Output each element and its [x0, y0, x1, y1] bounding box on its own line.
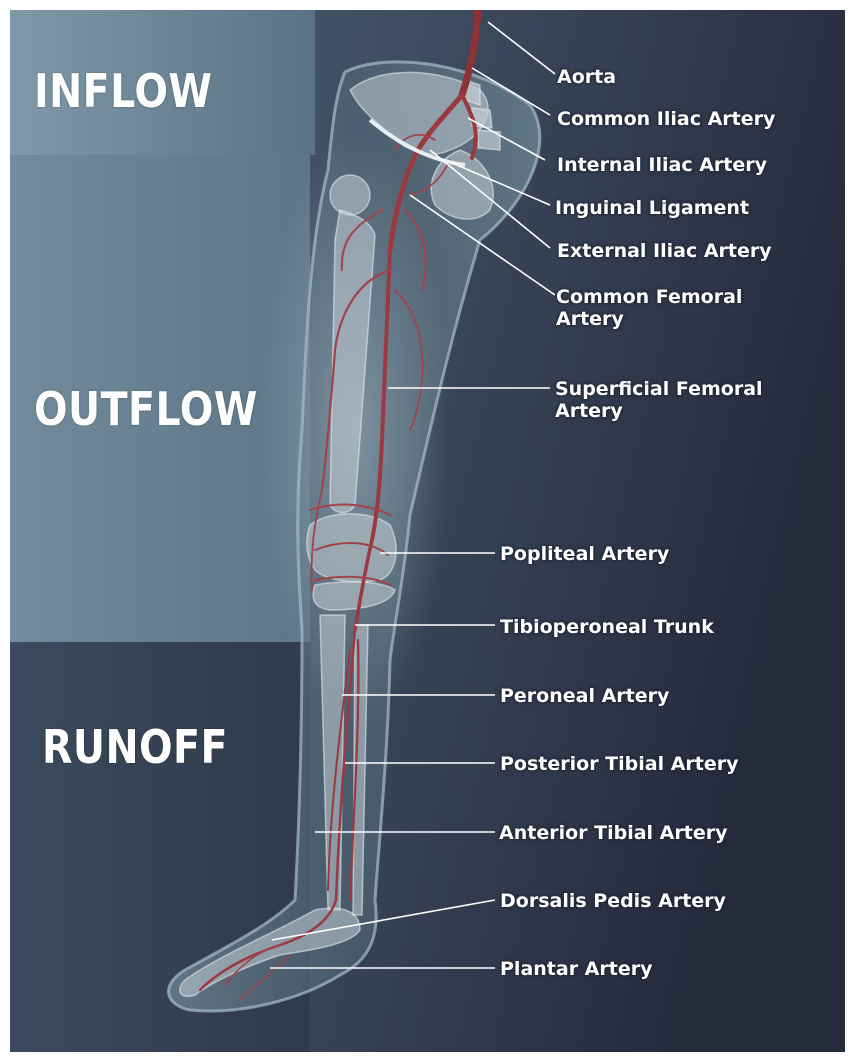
label-superficial-femoral-artery: Superficial Femoral Artery	[555, 378, 763, 422]
label-peroneal-line1: Peroneal Artery	[500, 685, 669, 707]
label-superficial-femoral-line1: Superficial Femoral	[555, 378, 763, 400]
label-popliteal-artery: Popliteal Artery	[500, 543, 669, 565]
label-posterior-tibial-artery: Posterior Tibial Artery	[500, 753, 739, 775]
label-external-iliac-artery: External Iliac Artery	[557, 240, 772, 262]
section-title-outflow: OUTFLOW	[34, 386, 258, 432]
label-inguinal-ligament: Inguinal Ligament	[555, 197, 749, 219]
label-external-iliac-line1: External Iliac Artery	[557, 240, 772, 262]
label-dorsalis-pedis-artery: Dorsalis Pedis Artery	[500, 890, 726, 912]
label-plantar-line1: Plantar Artery	[500, 958, 652, 980]
label-tibioperoneal-line1: Tibioperoneal Trunk	[500, 616, 714, 638]
label-popliteal-line1: Popliteal Artery	[500, 543, 669, 565]
label-common-femoral-artery: Common Femoral Artery	[556, 286, 742, 330]
label-posterior-tibial-line1: Posterior Tibial Artery	[500, 753, 739, 775]
label-aorta-line1: Aorta	[557, 66, 616, 88]
label-plantar-artery: Plantar Artery	[500, 958, 652, 980]
label-aorta: Aorta	[557, 66, 616, 88]
label-internal-iliac-line1: Internal Iliac Artery	[557, 154, 767, 176]
anatomy-illustration: INFLOW OUTFLOW RUNOFF Aorta Common Iliac…	[10, 10, 845, 1052]
label-superficial-femoral-line2: Artery	[555, 400, 763, 422]
label-dorsalis-pedis-line1: Dorsalis Pedis Artery	[500, 890, 726, 912]
label-common-iliac-line1: Common Iliac Artery	[557, 108, 775, 130]
label-peroneal-artery: Peroneal Artery	[500, 685, 669, 707]
label-common-femoral-line2: Artery	[556, 308, 742, 330]
label-internal-iliac-artery: Internal Iliac Artery	[557, 154, 767, 176]
label-common-iliac-artery: Common Iliac Artery	[557, 108, 775, 130]
label-common-femoral-line1: Common Femoral	[556, 286, 742, 308]
section-title-inflow: INFLOW	[34, 68, 213, 114]
label-inguinal-ligament-line1: Inguinal Ligament	[555, 197, 749, 219]
label-tibioperoneal-trunk: Tibioperoneal Trunk	[500, 616, 714, 638]
label-anterior-tibial-artery: Anterior Tibial Artery	[499, 822, 727, 844]
label-anterior-tibial-line1: Anterior Tibial Artery	[499, 822, 727, 844]
section-title-runoff: RUNOFF	[42, 724, 228, 770]
